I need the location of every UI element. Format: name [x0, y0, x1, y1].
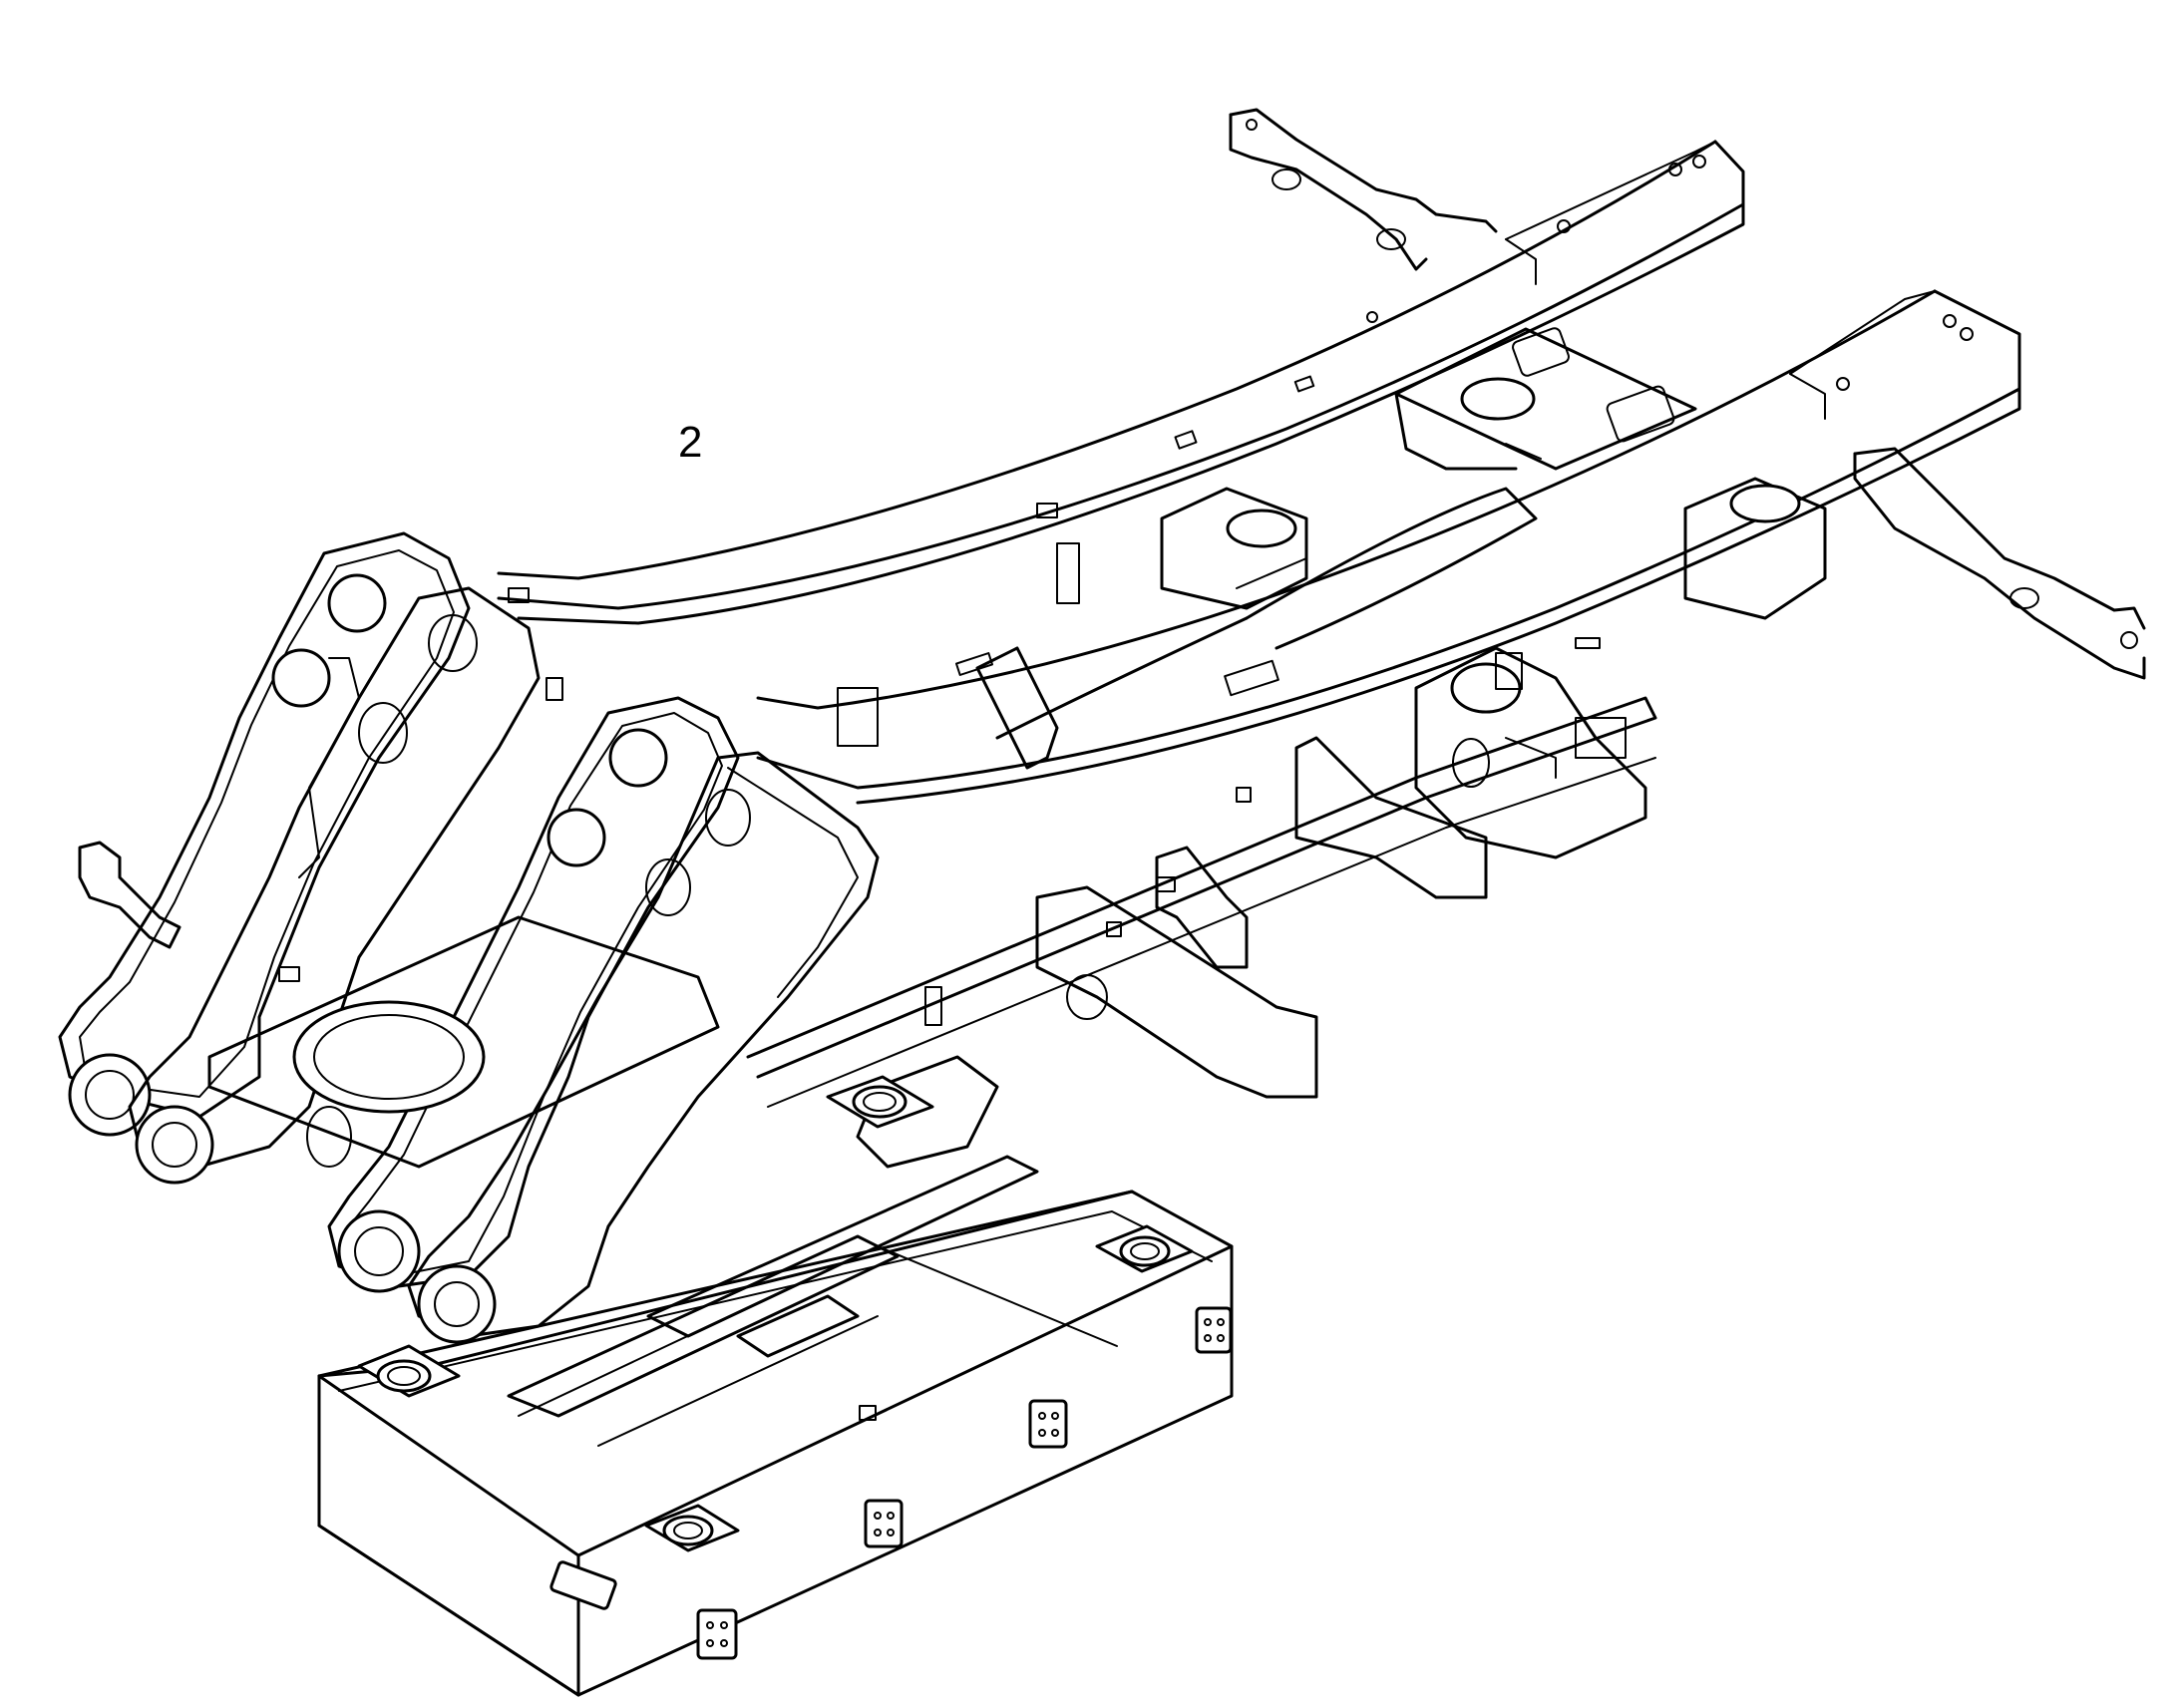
outrigger-pad-front-right: [644, 1504, 740, 1552]
lower-rear-arm: [1853, 447, 2146, 680]
upper-longitudinal-rail: [497, 140, 1745, 625]
left-rear-lug: [78, 841, 182, 949]
rail-lugs: [278, 375, 1627, 1421]
subframe-inner-beams: [507, 1055, 1118, 1447]
wedge-support-2: [1155, 846, 1249, 969]
front-right-bracket: [1414, 646, 1647, 859]
left-inner-plate: [128, 586, 541, 1185]
mid-cross-member: [975, 487, 1538, 770]
outrigger-pad-front-left: [357, 1344, 461, 1398]
left-boom-tower: [58, 531, 471, 1137]
outrigger-pad-center: [826, 1075, 934, 1129]
lower-longitudinal-rail: [756, 289, 2021, 805]
swing-bearing-ring: [207, 915, 720, 1169]
front-subframe: [317, 1190, 1234, 1697]
outrigger-pad-rear-right: [1095, 1224, 1194, 1273]
rear-mount-bracket-right: [1683, 477, 1827, 620]
subframe-side-plates: [549, 1306, 1233, 1660]
rear-cross-member: [1394, 327, 1697, 471]
part-callout-number: 2: [678, 418, 702, 467]
right-boom-tower: [327, 696, 740, 1293]
upper-rear-arm: [1229, 108, 1498, 271]
side-base-rail: [746, 696, 1657, 1108]
wedge-support-1: [1294, 736, 1488, 899]
rear-mount-bracket-left: [1160, 487, 1308, 610]
